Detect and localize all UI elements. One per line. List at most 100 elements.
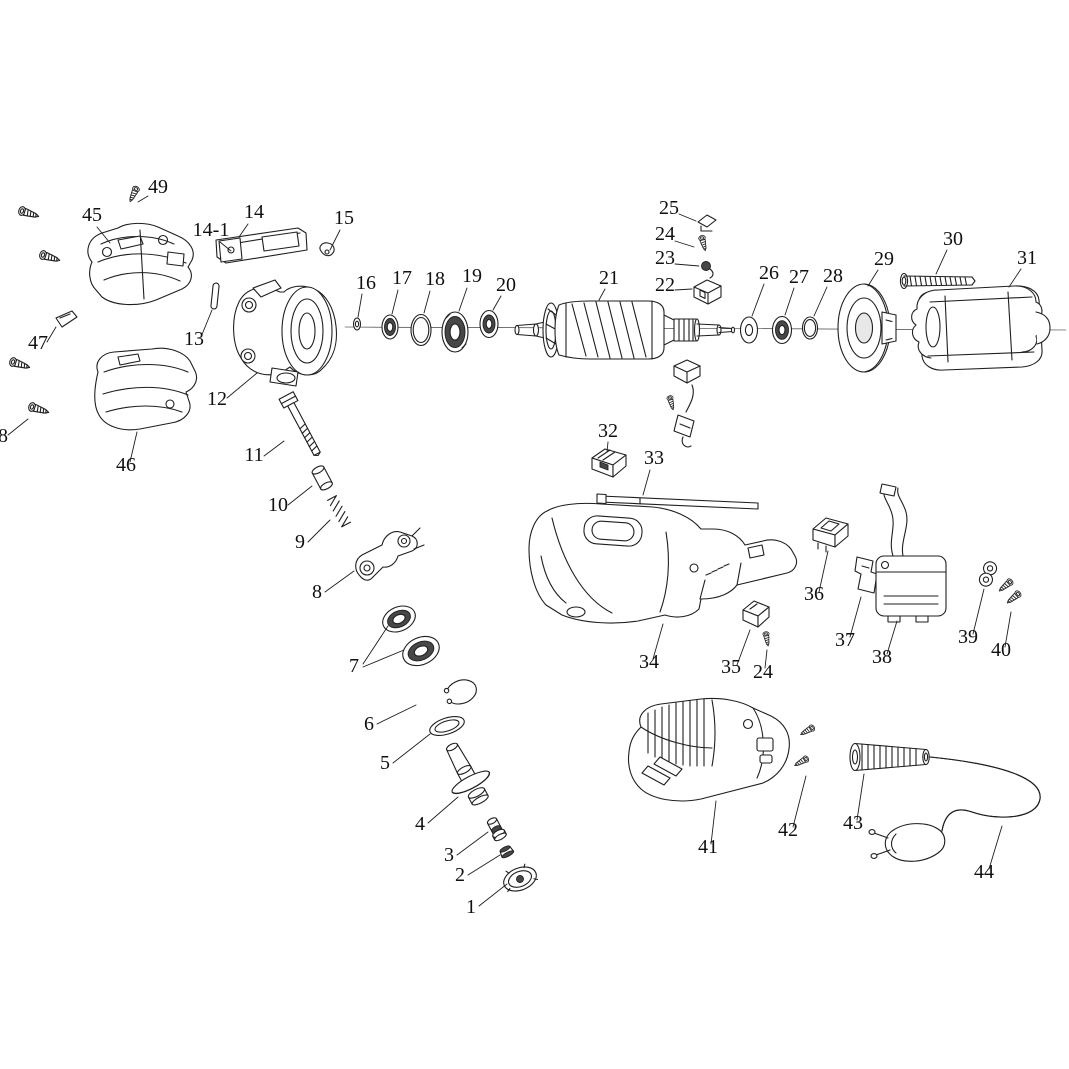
part-47-clip — [55, 310, 78, 328]
part-11-bolt — [278, 391, 321, 457]
label-20: 20 — [496, 274, 516, 296]
label-13: 13 — [184, 328, 204, 350]
part-42-screws — [792, 723, 817, 769]
part-24-screw-lower — [762, 630, 772, 647]
callout-20: 20 — [492, 274, 516, 311]
part-16-washer — [352, 317, 362, 331]
part-18-ring — [410, 313, 432, 347]
label-33: 33 — [644, 447, 664, 469]
label-9: 9 — [295, 531, 305, 553]
callout-15: 15 — [329, 207, 354, 251]
label-27: 27 — [789, 266, 809, 288]
label-18: 18 — [425, 268, 445, 290]
part-28-ring — [801, 316, 819, 340]
callout-14: 14 — [238, 201, 264, 238]
callout-36: 36 — [804, 550, 829, 605]
label-6: 6 — [364, 713, 374, 735]
label-45: 45 — [82, 204, 102, 226]
label-49: 49 — [148, 176, 168, 198]
label-14-1: 14-1 — [193, 219, 230, 241]
label-25: 25 — [659, 197, 679, 219]
callout-8: 8 — [312, 570, 355, 603]
callout-37: 37 — [835, 596, 862, 651]
part-12-gear-housing — [233, 279, 338, 387]
callout-49: 49 — [137, 176, 168, 203]
callout-16: 16 — [356, 272, 376, 318]
part-1-gear — [503, 863, 539, 893]
label-5: 5 — [380, 752, 390, 774]
part-23-cap — [701, 261, 714, 279]
part-7-bearings — [382, 605, 440, 667]
label-38: 38 — [872, 646, 892, 668]
callout-19: 19 — [458, 265, 482, 312]
label-19: 19 — [462, 265, 482, 287]
callout-39: 39 — [958, 588, 985, 648]
callout-30: 30 — [935, 228, 963, 275]
label-11: 11 — [244, 444, 263, 466]
part-39-grommet — [978, 561, 998, 587]
part-26-washer — [739, 316, 759, 344]
callout-46: 46 — [116, 431, 138, 476]
label-24-upper: 24 — [655, 223, 675, 245]
callout-35: 35 — [721, 629, 751, 678]
label-17: 17 — [392, 267, 412, 289]
label-41: 41 — [698, 836, 718, 858]
part-32-switch-knob — [591, 448, 627, 478]
part-33-rod — [596, 493, 759, 510]
label-22: 22 — [655, 274, 675, 296]
callout-31: 31 — [1008, 247, 1037, 288]
callout-3: 3 — [444, 831, 489, 866]
part-25-terminal — [697, 214, 717, 232]
callout-27: 27 — [784, 266, 809, 316]
label-26: 26 — [759, 262, 779, 284]
part-49-screw — [126, 184, 141, 204]
callout-41: 41 — [698, 800, 718, 858]
part-6-circlip — [443, 679, 477, 705]
callout-32: 32 — [598, 420, 618, 453]
callout-43: 43 — [843, 773, 865, 834]
callout-47: 47 — [28, 326, 57, 354]
part-44-power-cord — [868, 756, 1041, 862]
part-17-bearing — [381, 314, 399, 340]
part-15-clip — [319, 242, 335, 257]
label-31: 31 — [1017, 247, 1037, 269]
label-1: 1 — [466, 896, 476, 918]
label-12: 12 — [207, 388, 227, 410]
part-5-washer — [429, 716, 465, 736]
callout-13: 13 — [184, 309, 213, 350]
part-19-seal — [441, 311, 469, 353]
callout-38: 38 — [872, 620, 898, 668]
callout-4: 4 — [415, 796, 459, 835]
label-34: 34 — [639, 651, 659, 673]
label-16: 16 — [356, 272, 376, 294]
label-37: 37 — [835, 629, 855, 651]
part-30-screw — [899, 272, 976, 290]
part-21-armature — [514, 300, 736, 360]
label-40: 40 — [991, 639, 1011, 661]
label-46: 46 — [116, 454, 136, 476]
callout-2: 2 — [455, 854, 501, 886]
callout-28: 28 — [813, 265, 843, 317]
label-29: 29 — [874, 248, 894, 270]
part-14-plate — [215, 227, 308, 264]
callout-1: 1 — [466, 883, 508, 918]
label-28: 28 — [823, 265, 843, 287]
label-36: 36 — [804, 583, 824, 605]
label-42: 42 — [778, 819, 798, 841]
part-40-screws — [996, 577, 1023, 607]
part-20-bearing — [479, 309, 499, 339]
label-21: 21 — [599, 267, 619, 289]
callout-34: 34 — [639, 623, 664, 673]
callout-42: 42 — [778, 775, 807, 841]
callout-33: 33 — [642, 447, 664, 496]
callout-7: 7 — [349, 625, 405, 677]
label-4: 4 — [415, 813, 425, 835]
callout-10: 10 — [268, 485, 313, 516]
part-45-housing-upper — [87, 222, 194, 306]
callout-24-upper: 24 — [655, 223, 695, 248]
callout-22: 22 — [655, 274, 693, 296]
label-15: 15 — [334, 207, 354, 229]
part-3-sleeve — [486, 817, 507, 842]
part-43-cord-guard — [849, 742, 930, 772]
callout-9: 9 — [295, 519, 331, 553]
